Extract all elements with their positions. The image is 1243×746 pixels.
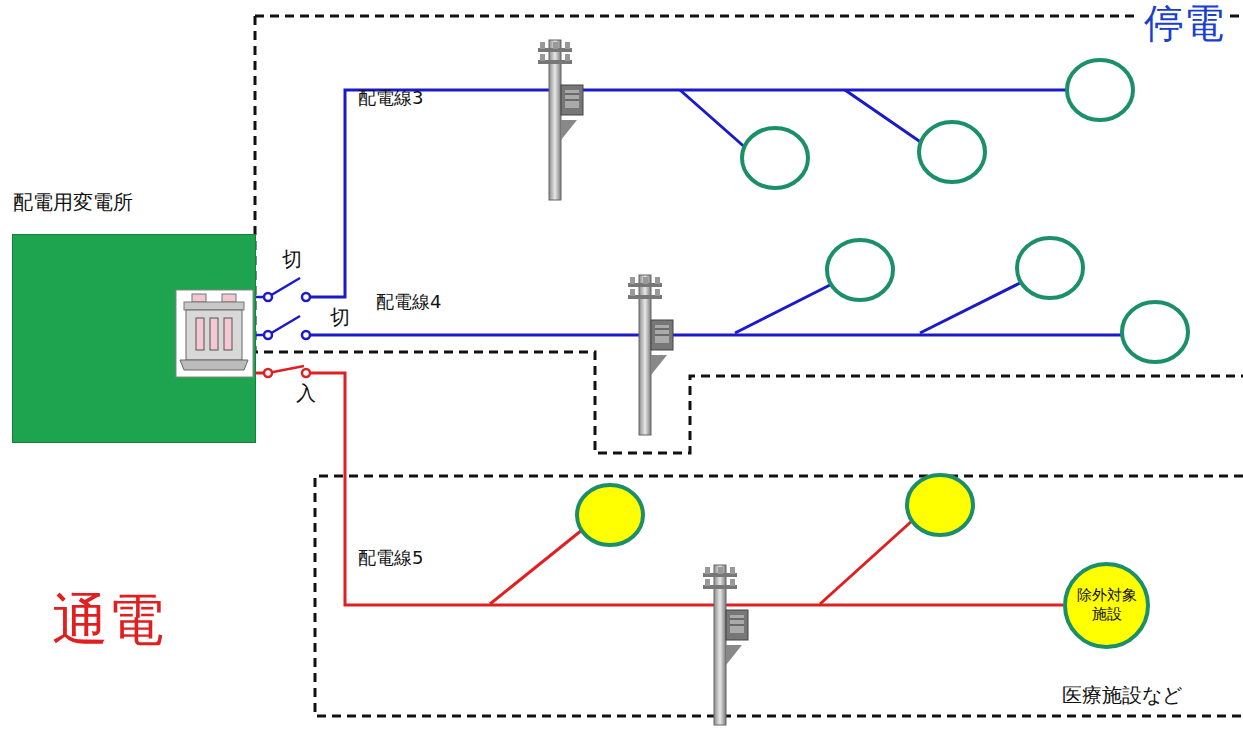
facility-circle: 除外対象施設 [1063, 562, 1150, 649]
switch-state: 切 [330, 306, 350, 329]
facility-name: 除外対象施設 [1076, 586, 1138, 624]
feeder-name: 配電線4 [376, 292, 441, 313]
substation-box: 配電用変電所 [12, 234, 256, 443]
switch-state: 入 [296, 382, 316, 405]
status-heading: 通電 [52, 588, 164, 652]
feeder-name: 配電線3 [358, 88, 423, 109]
feeder-line [256, 373, 1063, 605]
substation-name: 配電用変電所 [13, 189, 133, 216]
feeder-name: 配電線5 [358, 548, 423, 569]
switch-state: 切 [282, 248, 302, 271]
facility-note: 医療施設など [1062, 684, 1182, 707]
status-heading: 停電 [1140, 0, 1228, 46]
